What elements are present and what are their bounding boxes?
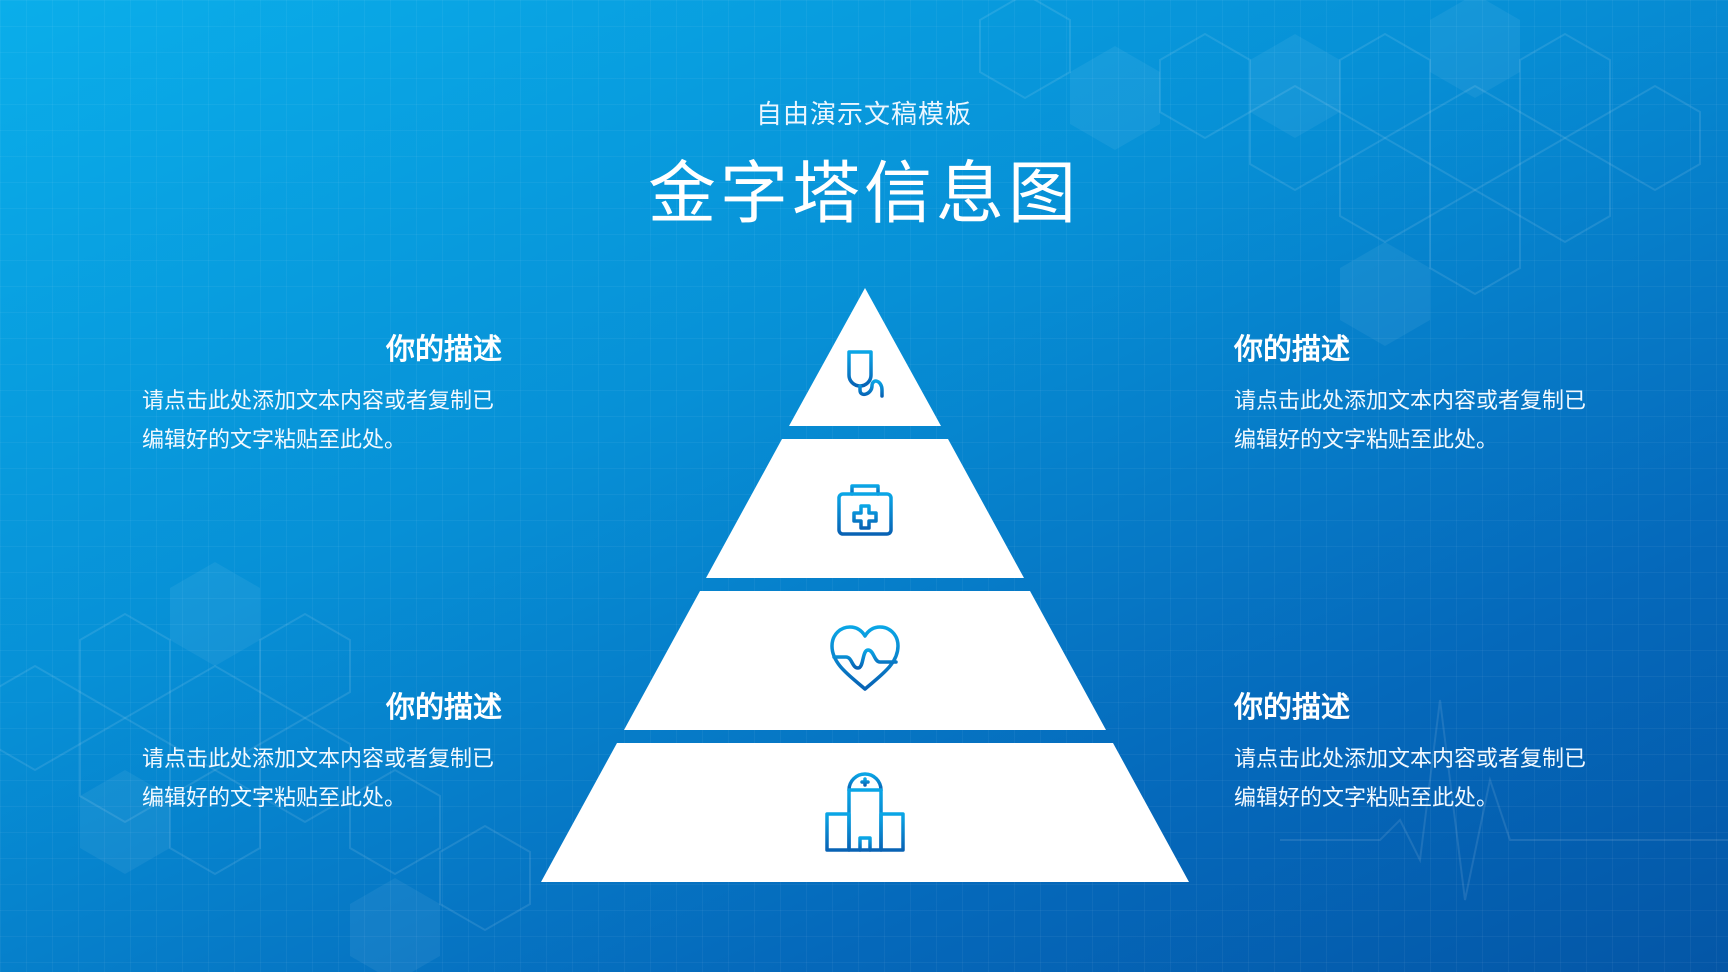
first-aid-kit-icon — [837, 484, 893, 536]
heartbeat-icon — [830, 625, 900, 691]
description-heading: 你的描述 — [1234, 332, 1351, 366]
pyramid-tier-2 — [706, 439, 1024, 578]
description-heading: 你的描述 — [385, 332, 502, 366]
pyramid-tier-4 — [541, 743, 1189, 882]
description-bottom-left: 你的描述 请点击此处添加文本内容或者复制已编辑好的文字粘贴至此处。 — [142, 684, 502, 818]
description-body: 请点击此处添加文本内容或者复制已编辑好的文字粘贴至此处。 — [142, 747, 495, 811]
description-body: 请点击此处添加文本内容或者复制已编辑好的文字粘贴至此处。 — [1234, 747, 1587, 811]
subtitle: 自由演示文稿模板 — [755, 100, 972, 130]
description-top-left: 你的描述 请点击此处添加文本内容或者复制已编辑好的文字粘贴至此处。 — [142, 326, 502, 460]
iv-drip-icon — [847, 346, 884, 398]
page-title: 金字塔信息图 — [647, 155, 1080, 234]
pyramid-tier-1 — [789, 288, 941, 426]
hospital-icon — [821, 772, 909, 852]
description-bottom-right: 你的描述 请点击此处添加文本内容或者复制已编辑好的文字粘贴至此处。 — [1234, 684, 1594, 818]
description-body: 请点击此处添加文本内容或者复制已编辑好的文字粘贴至此处。 — [142, 389, 495, 453]
pyramid-tier-3 — [624, 591, 1106, 730]
description-body: 请点击此处添加文本内容或者复制已编辑好的文字粘贴至此处。 — [1234, 389, 1587, 453]
description-heading: 你的描述 — [385, 690, 502, 724]
description-top-right: 你的描述 请点击此处添加文本内容或者复制已编辑好的文字粘贴至此处。 — [1234, 326, 1594, 460]
description-heading: 你的描述 — [1234, 690, 1351, 724]
